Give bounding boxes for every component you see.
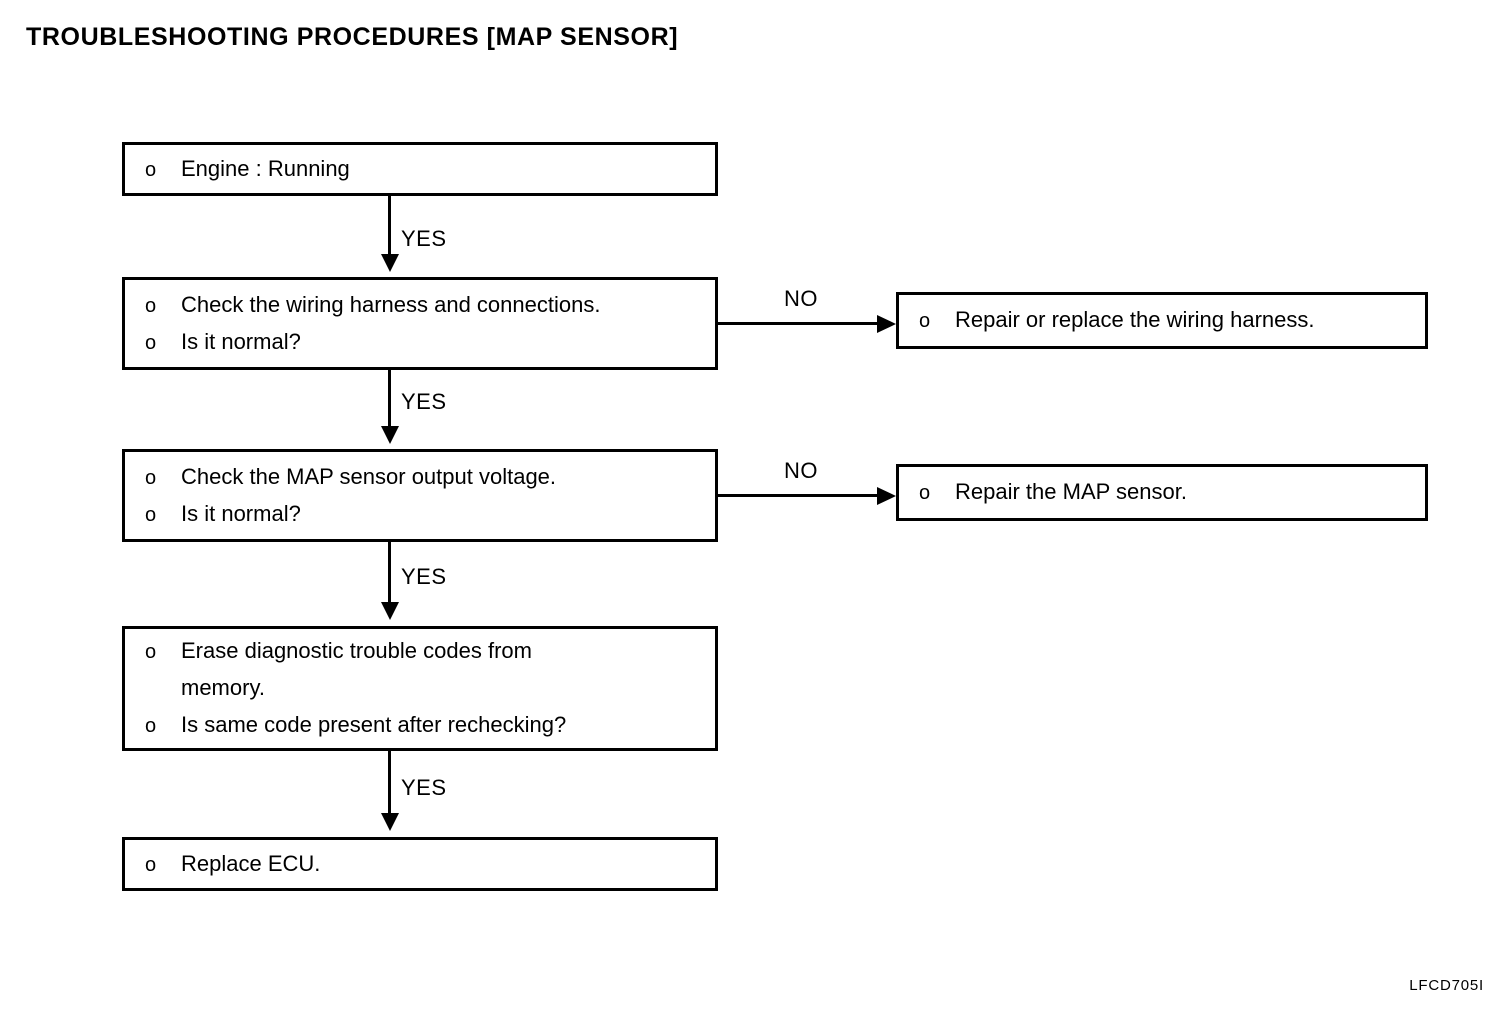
edge-label-yes-2: YES: [401, 389, 447, 414]
node-line: o Replace ECU.: [145, 846, 715, 883]
node-content: o Check the wiring harness and connectio…: [125, 280, 715, 367]
connector-voltage-to-repair-sensor: [718, 494, 878, 497]
node-line-text: Is same code present after rechecking?: [181, 712, 567, 737]
node-line-text: Engine : Running: [181, 155, 350, 181]
bullet-icon: o: [145, 853, 157, 876]
node-line-text: Is it normal?: [181, 328, 301, 354]
bullet-icon: o: [145, 503, 157, 526]
node-line-text: Check the wiring harness and connections…: [181, 291, 601, 317]
bullet-icon: o: [145, 641, 157, 663]
arrow-down-icon-engine-to-wiring: [380, 254, 399, 272]
bullet-icon: o: [145, 331, 157, 354]
flow-node-check-map-sensor-voltage: o Check the MAP sensor output voltage. o…: [122, 449, 718, 542]
node-line-text: Check the MAP sensor output voltage.: [181, 463, 557, 489]
node-line: o Is it normal?: [145, 496, 715, 533]
connector-engine-to-wiring: [388, 196, 391, 258]
node-content: o Erase diagnostic trouble codes from o …: [125, 629, 715, 748]
flow-node-repair-wiring-harness: o Repair or replace the wiring harness.: [896, 292, 1428, 349]
flow-node-check-wiring-harness: o Check the wiring harness and connectio…: [122, 277, 718, 370]
connector-wiring-to-repair-harness: [718, 322, 878, 325]
arrow-right-icon-wiring-to-repair-harness: [877, 314, 896, 333]
node-line: o Is same code present after rechecking?: [145, 707, 715, 744]
footer-reference-code: LFCD705I: [1409, 977, 1484, 994]
connector-wiring-to-voltage: [388, 370, 391, 430]
bullet-icon: o: [145, 158, 157, 181]
connector-erase-to-ecu: [388, 751, 391, 815]
node-line-text: Is it normal?: [181, 500, 301, 526]
node-line: o Check the MAP sensor output voltage.: [145, 459, 715, 496]
flow-node-replace-ecu: o Replace ECU.: [122, 837, 718, 891]
connector-voltage-to-erase: [388, 542, 391, 606]
node-line-text: Erase diagnostic trouble codes from: [181, 638, 532, 663]
node-line: o Repair the MAP sensor.: [919, 474, 1425, 511]
arrow-down-icon-wiring-to-voltage: [380, 426, 399, 444]
node-content: o Engine : Running: [125, 145, 715, 193]
arrow-down-icon-erase-to-ecu: [380, 813, 399, 831]
edge-label-yes-4: YES: [401, 775, 447, 800]
flow-node-erase-dtc: o Erase diagnostic trouble codes from o …: [122, 626, 718, 751]
node-line-text: Repair or replace the wiring harness.: [955, 307, 1315, 332]
node-content: o Repair or replace the wiring harness.: [899, 295, 1425, 346]
bullet-icon: o: [919, 310, 931, 332]
node-line: o Check the wiring harness and connectio…: [145, 287, 715, 324]
bullet-icon: o: [145, 715, 157, 737]
node-line-text: Repair the MAP sensor.: [955, 479, 1187, 504]
node-line: o Is it normal?: [145, 324, 715, 361]
node-content: o Replace ECU.: [125, 840, 715, 888]
edge-label-yes-1: YES: [401, 226, 447, 251]
arrow-down-icon-voltage-to-erase: [380, 602, 399, 620]
flow-node-engine-running: o Engine : Running: [122, 142, 718, 196]
flow-node-repair-map-sensor: o Repair the MAP sensor.: [896, 464, 1428, 521]
edge-label-yes-3: YES: [401, 564, 447, 589]
node-line: o Engine : Running: [145, 151, 715, 188]
node-content: o Repair the MAP sensor.: [899, 467, 1425, 518]
node-line: o Erase diagnostic trouble codes from: [145, 633, 715, 670]
node-line-continuation: o memory.: [145, 670, 715, 707]
node-line-text: Replace ECU.: [181, 850, 321, 876]
bullet-icon: o: [145, 466, 157, 489]
bullet-icon: o: [919, 482, 931, 504]
node-content: o Check the MAP sensor output voltage. o…: [125, 452, 715, 539]
node-line-text: memory.: [181, 675, 265, 700]
arrow-right-icon-voltage-to-repair-sensor: [877, 486, 896, 505]
page-title: TROUBLESHOOTING PROCEDURES [MAP SENSOR]: [26, 23, 679, 51]
edge-label-no-1: NO: [784, 286, 818, 311]
bullet-icon: o: [145, 294, 157, 317]
node-line: o Repair or replace the wiring harness.: [919, 302, 1425, 339]
edge-label-no-2: NO: [784, 458, 818, 483]
